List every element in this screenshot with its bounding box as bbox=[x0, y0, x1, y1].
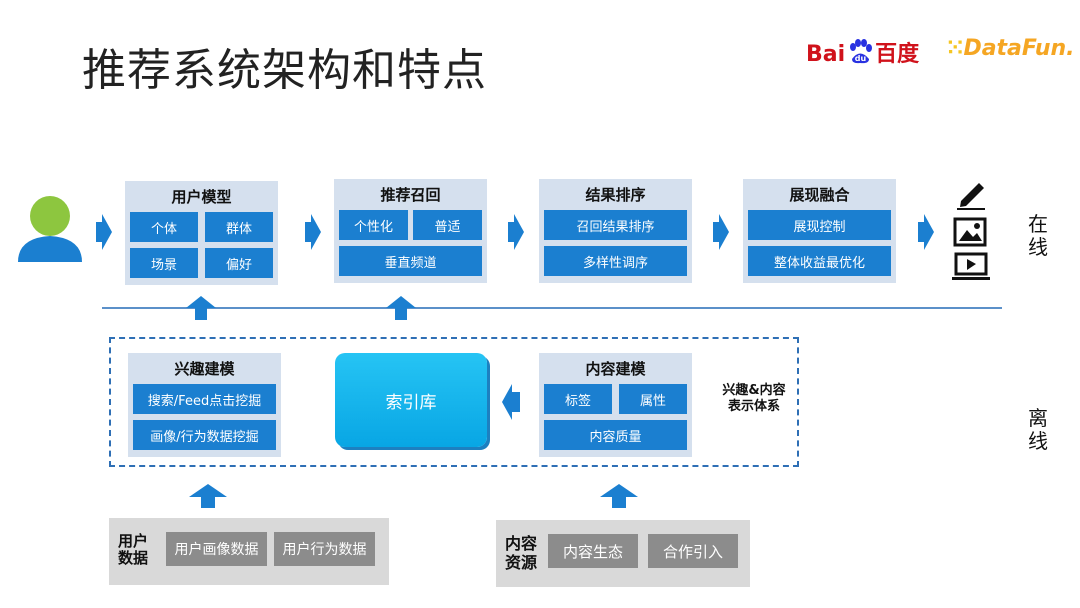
offline-label: 离 线 bbox=[1026, 407, 1050, 453]
online-label-char: 在 bbox=[1028, 212, 1048, 236]
content-model-title: 内容建模 bbox=[585, 360, 646, 378]
fusion-panel: 展现融合 展现控制 整体收益最优化 bbox=[743, 179, 896, 283]
online-offline-divider bbox=[102, 307, 1002, 309]
content-source-label-line: 内容 bbox=[505, 534, 538, 553]
cell-group: 群体 bbox=[205, 212, 273, 242]
arrow-right-icon bbox=[305, 214, 321, 250]
arrow-right-icon bbox=[713, 214, 729, 250]
offline-label-char: 线 bbox=[1028, 429, 1048, 453]
content-source-label: 内容 资源 bbox=[505, 534, 537, 572]
cell-preference: 偏好 bbox=[205, 248, 273, 278]
page-title: 推荐系统架构和特点 bbox=[82, 45, 487, 96]
arrow-right-icon bbox=[96, 214, 112, 250]
representation-system-line: 兴趣&内容 bbox=[722, 383, 786, 398]
cell-behavior-mining: 画像/行为数据挖掘 bbox=[133, 420, 276, 450]
arrow-up-icon bbox=[600, 484, 638, 508]
user-data-label-line: 数据 bbox=[118, 549, 149, 567]
representation-system-label: 兴趣&内容 表示体系 bbox=[712, 383, 796, 415]
baidu-logo-latin: Bai bbox=[806, 42, 846, 67]
arrow-up-icon bbox=[386, 296, 416, 320]
cell-content-ecosystem: 内容生态 bbox=[548, 534, 638, 568]
user-data-panel: 用户 数据 用户画像数据 用户行为数据 bbox=[109, 518, 389, 585]
user-model-panel: 用户模型 个体 群体 场景 偏好 bbox=[125, 181, 278, 285]
cell-universal: 普适 bbox=[413, 210, 482, 240]
cell-display-control: 展现控制 bbox=[748, 210, 891, 240]
cell-user-behavior-data: 用户行为数据 bbox=[274, 532, 375, 566]
user-data-label-line: 用户 bbox=[118, 532, 149, 550]
video-play-icon bbox=[952, 252, 990, 280]
fusion-title: 展现融合 bbox=[789, 186, 850, 204]
cell-overall-optimization: 整体收益最优化 bbox=[748, 246, 891, 276]
user-avatar-icon bbox=[18, 196, 82, 262]
arrow-up-icon bbox=[186, 296, 216, 320]
edit-pen-icon bbox=[957, 183, 985, 210]
arrow-right-icon bbox=[918, 214, 934, 250]
datafun-logo: ⁙DataFun. bbox=[946, 36, 1075, 61]
user-model-title: 用户模型 bbox=[171, 188, 232, 206]
svg-text:du: du bbox=[855, 54, 867, 63]
index-library: 索引库 bbox=[335, 353, 487, 447]
cell-attribute: 属性 bbox=[619, 384, 687, 414]
ranking-title: 结果排序 bbox=[585, 186, 646, 204]
arrow-up-icon bbox=[189, 484, 227, 508]
recall-title: 推荐召回 bbox=[380, 186, 441, 204]
cell-content-quality: 内容质量 bbox=[544, 420, 687, 450]
cell-individual: 个体 bbox=[130, 212, 198, 242]
interest-model-title: 兴趣建模 bbox=[174, 360, 235, 378]
content-source-panel: 内容 资源 内容生态 合作引入 bbox=[496, 520, 750, 587]
recall-panel: 推荐召回 个性化 普适 垂直频道 bbox=[334, 179, 487, 283]
user-data-label: 用户 数据 bbox=[118, 533, 148, 567]
cell-click-mining: 搜索/Feed点击挖掘 bbox=[133, 384, 276, 414]
cell-vertical-channel: 垂直频道 bbox=[339, 246, 482, 276]
representation-system-line: 表示体系 bbox=[727, 399, 780, 414]
content-source-label-line: 资源 bbox=[505, 553, 538, 572]
online-label-char: 线 bbox=[1028, 235, 1048, 259]
ranking-panel: 结果排序 召回结果排序 多样性调序 bbox=[539, 179, 692, 283]
arrow-right-icon bbox=[508, 214, 524, 250]
online-label: 在 线 bbox=[1026, 213, 1050, 259]
datafun-logo-text: DataFun. bbox=[963, 36, 1075, 61]
cell-recall-ranking: 召回结果排序 bbox=[544, 210, 687, 240]
cell-personalized: 个性化 bbox=[339, 210, 408, 240]
content-model-panel: 内容建模 标签 属性 内容质量 bbox=[539, 353, 692, 457]
cell-scene: 场景 bbox=[130, 248, 198, 278]
offline-region bbox=[109, 337, 799, 467]
offline-label-char: 离 bbox=[1028, 406, 1048, 430]
cell-partnership: 合作引入 bbox=[648, 534, 738, 568]
cell-tag: 标签 bbox=[544, 384, 612, 414]
cell-diversity: 多样性调序 bbox=[544, 246, 687, 276]
image-icon bbox=[953, 217, 987, 247]
interest-model-panel: 兴趣建模 搜索/Feed点击挖掘 画像/行为数据挖掘 bbox=[128, 353, 281, 457]
cell-user-profile-data: 用户画像数据 bbox=[166, 532, 267, 566]
arrow-left-icon bbox=[502, 384, 520, 420]
baidu-logo-cn: 百度 bbox=[875, 42, 920, 67]
baidu-paw-icon: du bbox=[850, 39, 873, 64]
